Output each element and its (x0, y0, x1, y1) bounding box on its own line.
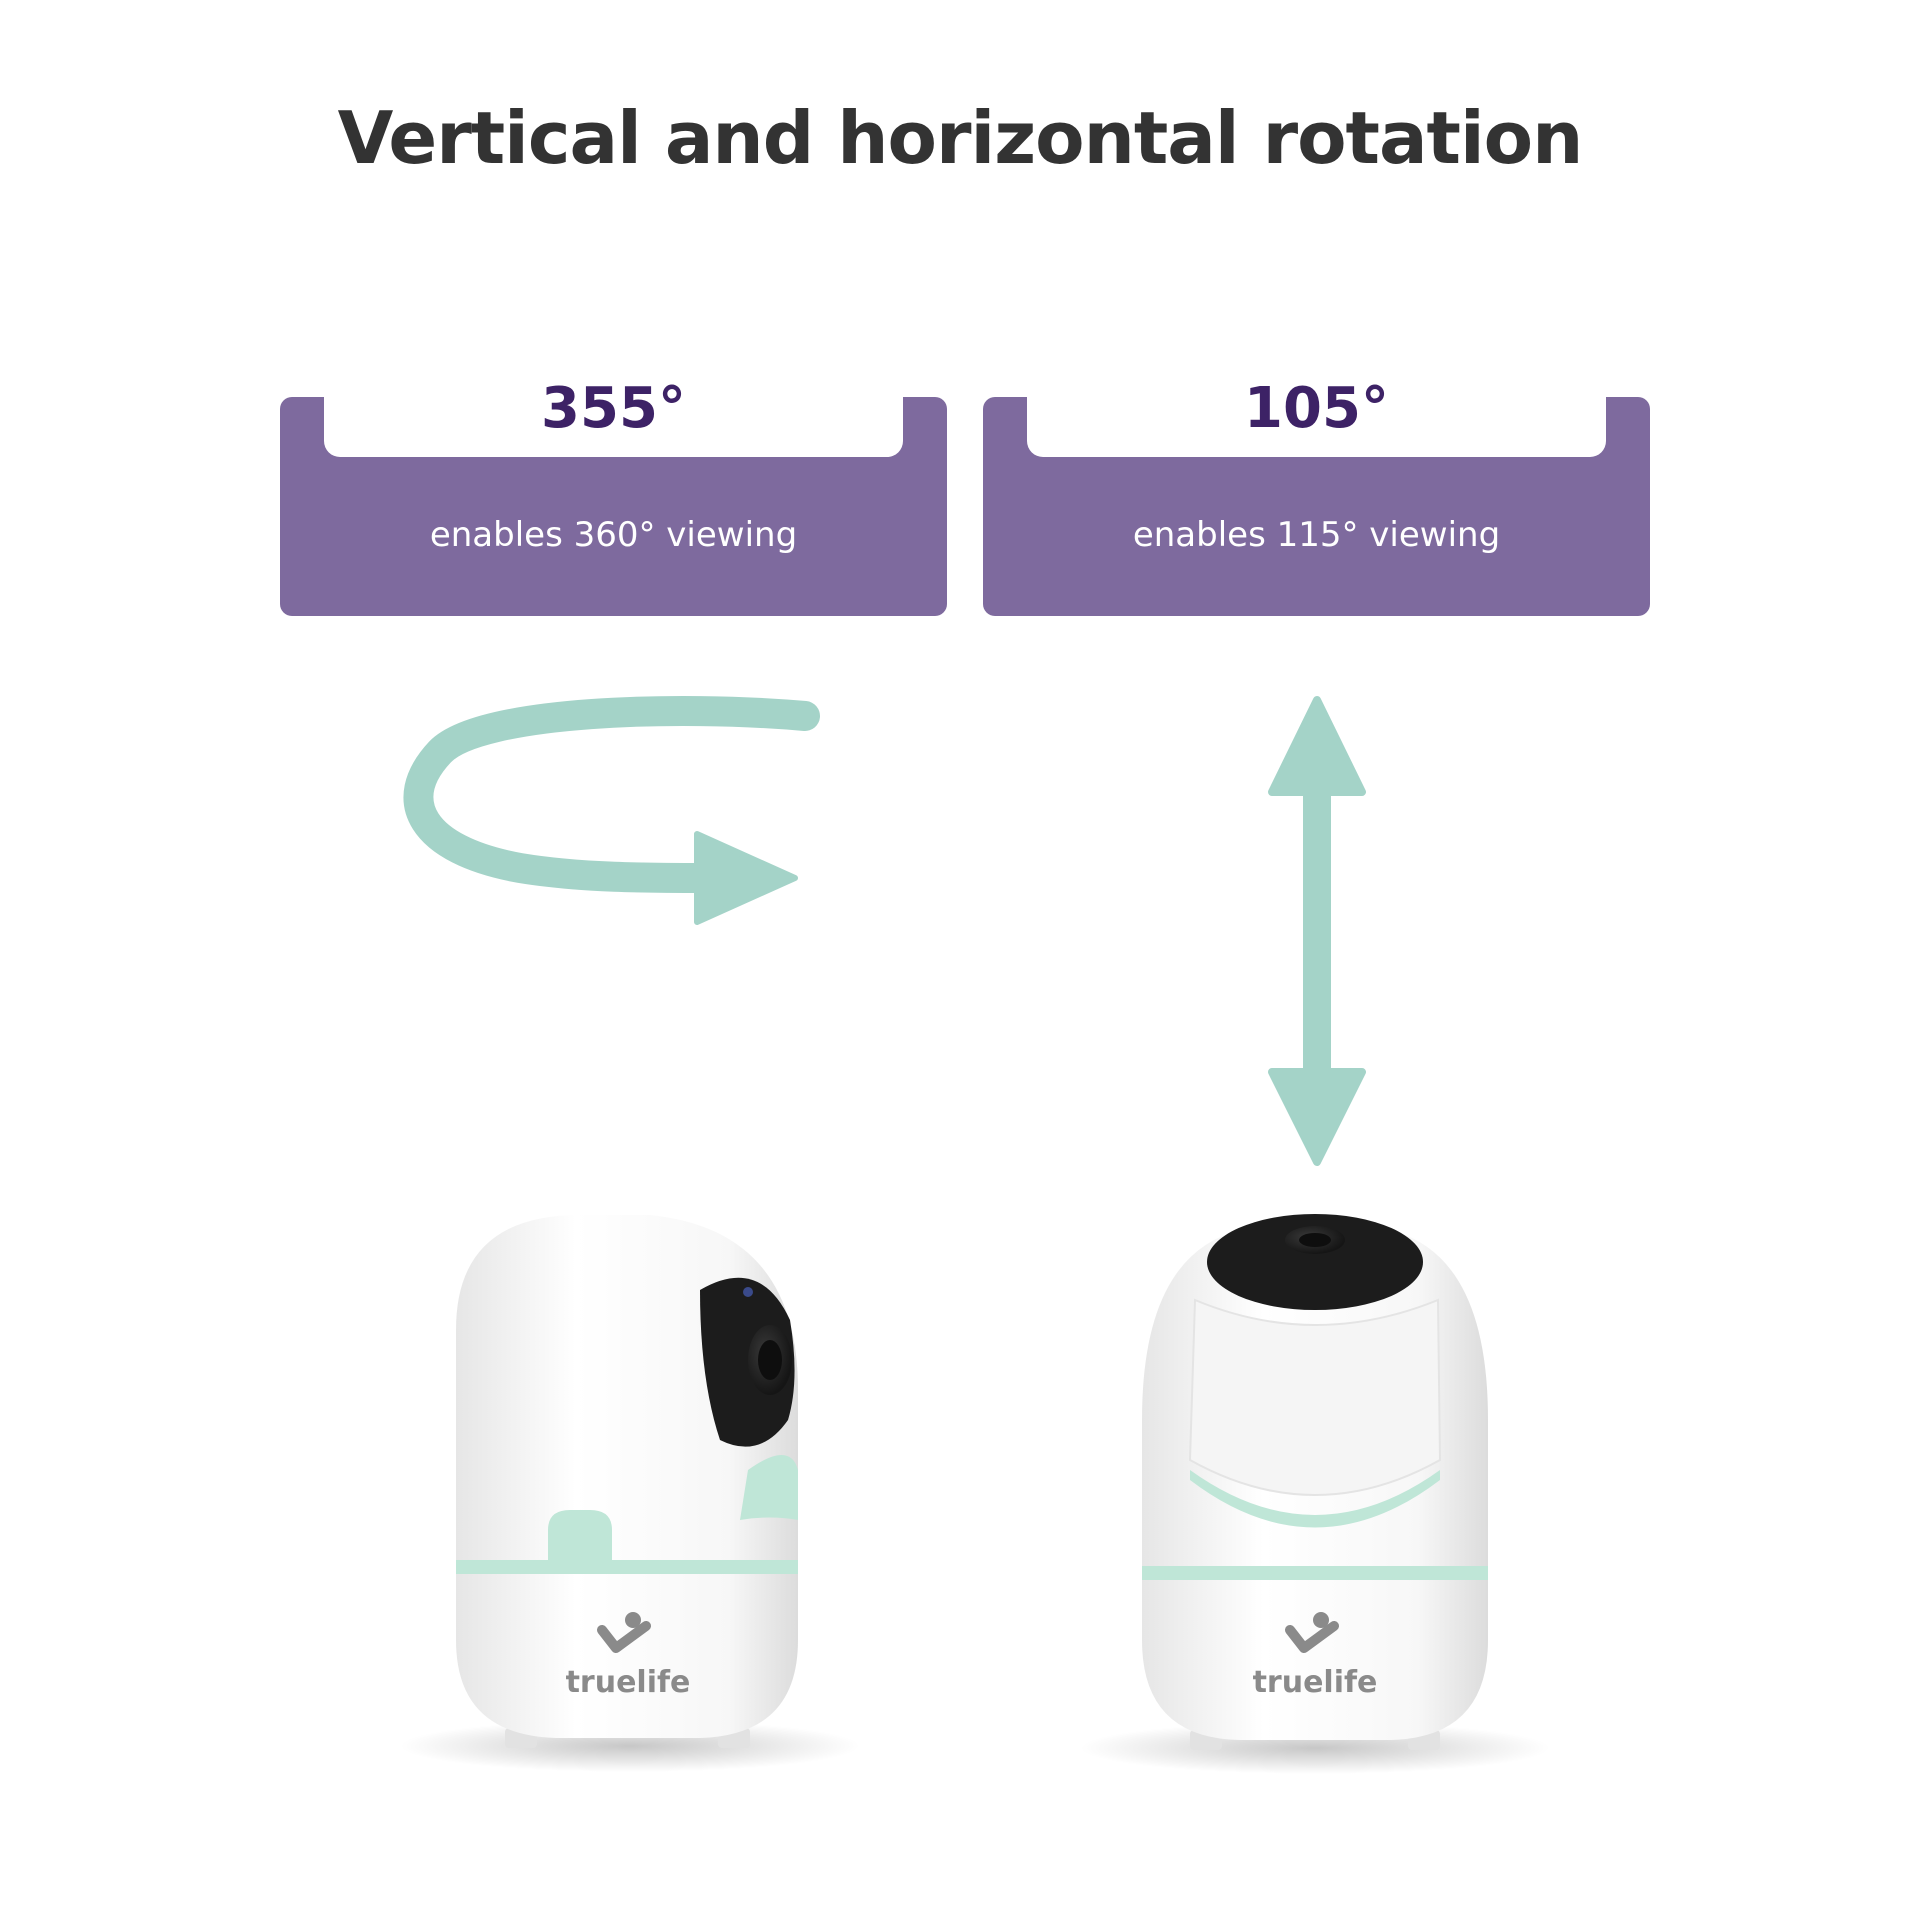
pan-spec-card: 355° enables 360° viewing (280, 360, 947, 616)
camera-side-view: truelife (400, 1215, 860, 1772)
truelife-logo-icon (597, 1612, 651, 1653)
tilt-spec-card: 105° enables 115° viewing (983, 360, 1650, 616)
tilt-degree-badge: 105° (1027, 360, 1606, 457)
truelife-logo-icon (1285, 1612, 1339, 1653)
camera-front-view: truelife (1080, 1214, 1550, 1774)
pan-degree-badge: 355° (324, 360, 903, 457)
brand-label-right: truelife (1253, 1665, 1378, 1700)
page-title: Vertical and horizontal rotation (337, 96, 1584, 180)
tilt-caption: enables 115° viewing (1132, 515, 1501, 555)
brand-label-left: truelife (566, 1665, 691, 1700)
rotate-horizontal-arrow-icon (403, 695, 820, 925)
pan-caption: enables 360° viewing (429, 515, 798, 555)
double-vertical-arrow-icon (1268, 696, 1366, 1166)
